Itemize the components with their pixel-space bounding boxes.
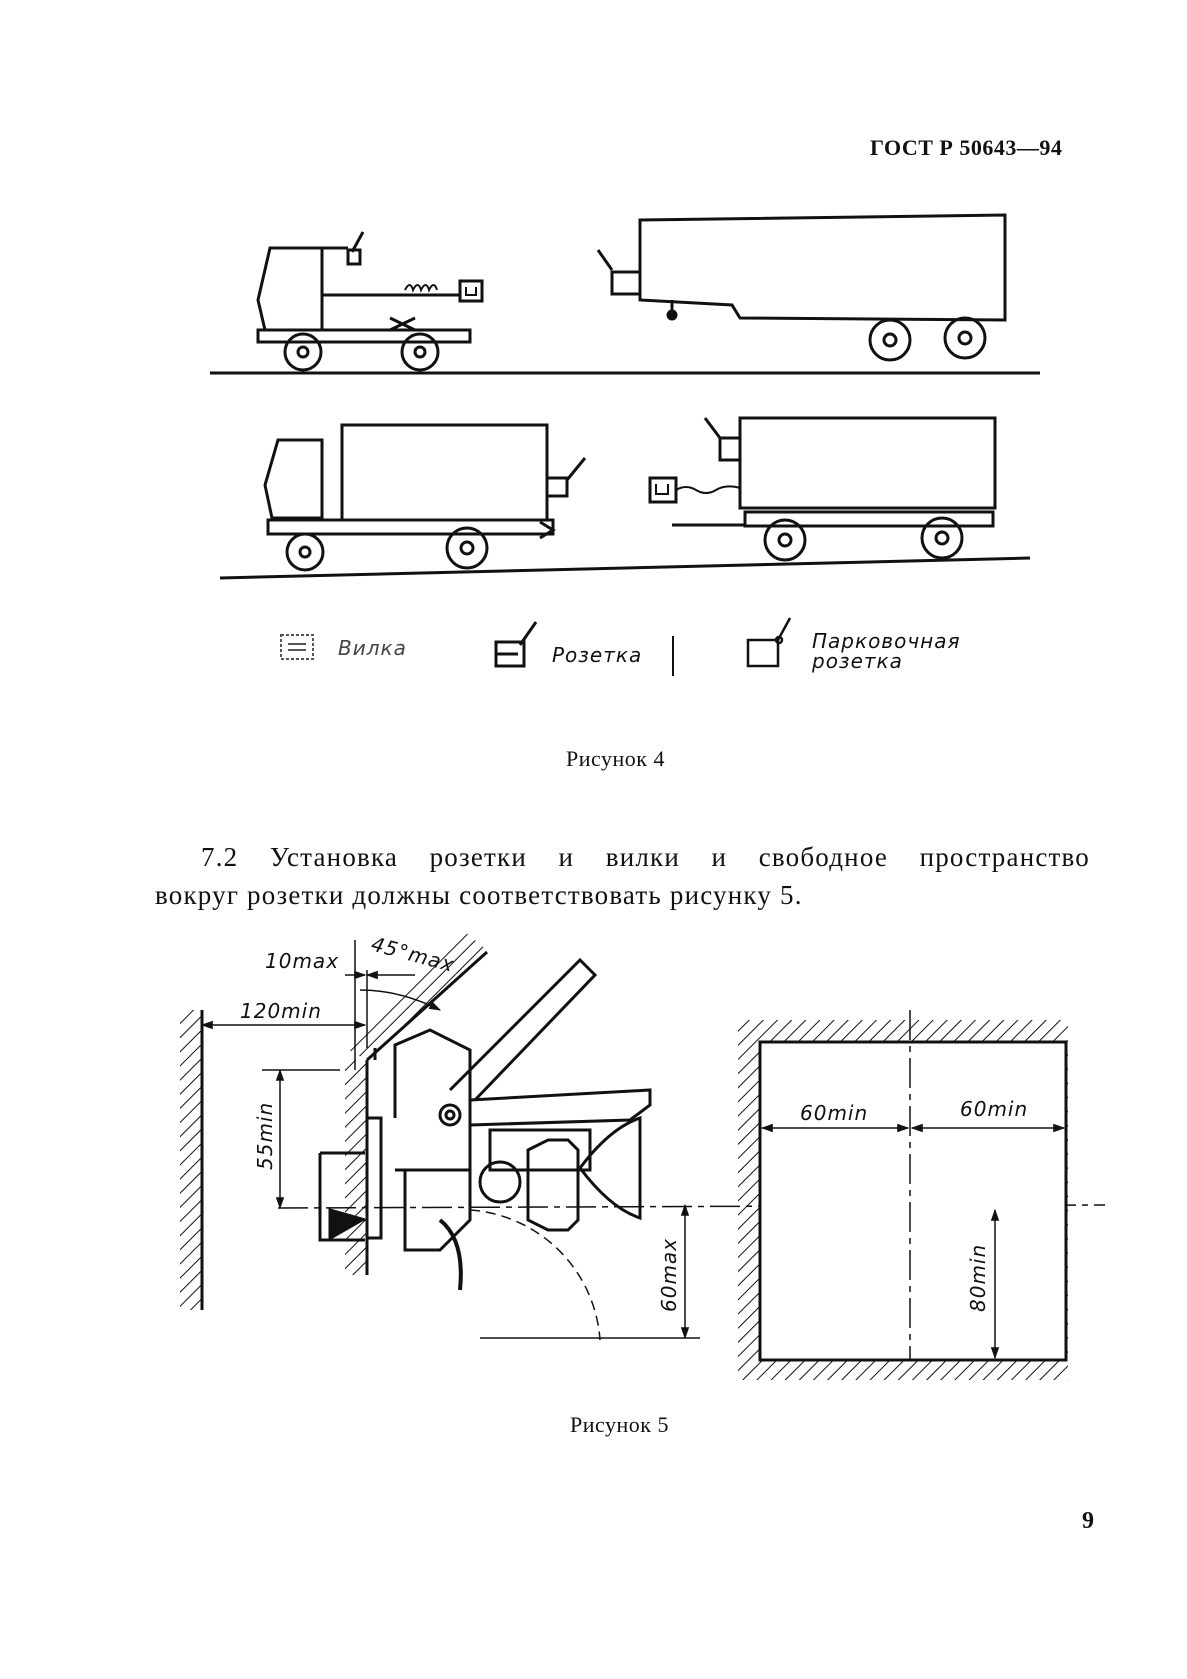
free-space-diagram: 60min 60min 80min — [738, 1010, 1068, 1380]
page-number: 9 — [1082, 1508, 1094, 1534]
dim-45-max: 45°max — [369, 932, 457, 977]
dim-10-max: 10max — [265, 949, 339, 973]
dim-80-min: 80min — [966, 1244, 990, 1312]
paragraph-line-2: вокруг розетки должны соответствовать ри… — [155, 880, 803, 910]
legend-socket-label: Розетка — [552, 643, 642, 667]
tractor-parked — [210, 231, 1040, 375]
dim-60-min-left: 60min — [800, 1101, 868, 1125]
section-7-2-paragraph: 7.2 Установка розетки и вилки и свободно… — [155, 838, 1090, 914]
truck-with-trailer — [219, 416, 1031, 580]
legend-parking-label-2: розетка — [811, 649, 903, 673]
socket-icon — [494, 621, 538, 668]
figure-4-caption: Рисунок 4 — [566, 746, 665, 771]
semitrailer-parked — [596, 213, 1007, 362]
standard-number: ГОСТ Р 50643—94 — [870, 135, 1063, 160]
legend-parking-label-1: Парковочная — [812, 629, 961, 653]
paragraph-line-1: 7.2 Установка розетки и вилки и свободно… — [201, 842, 1090, 872]
parking-socket-icon — [746, 617, 792, 668]
dim-55-min: 55min — [253, 1102, 277, 1170]
figure-5-drawing: 45°max 10max 120min 55min 60max 60min 60… — [180, 932, 1106, 1380]
legend-plug-label: Вилка — [338, 636, 407, 660]
dim-120-min: 120min — [240, 999, 322, 1023]
legend: Вилка Розетка Парковочная розетка — [280, 617, 961, 676]
plug-icon — [280, 634, 314, 660]
dim-60-min-right: 60min — [960, 1097, 1028, 1121]
dim-60-max: 60max — [657, 1238, 681, 1312]
figure-5-caption: Рисунок 5 — [570, 1412, 669, 1437]
figure-4-drawing: Вилка Розетка Парковочная розетка — [210, 213, 1040, 676]
